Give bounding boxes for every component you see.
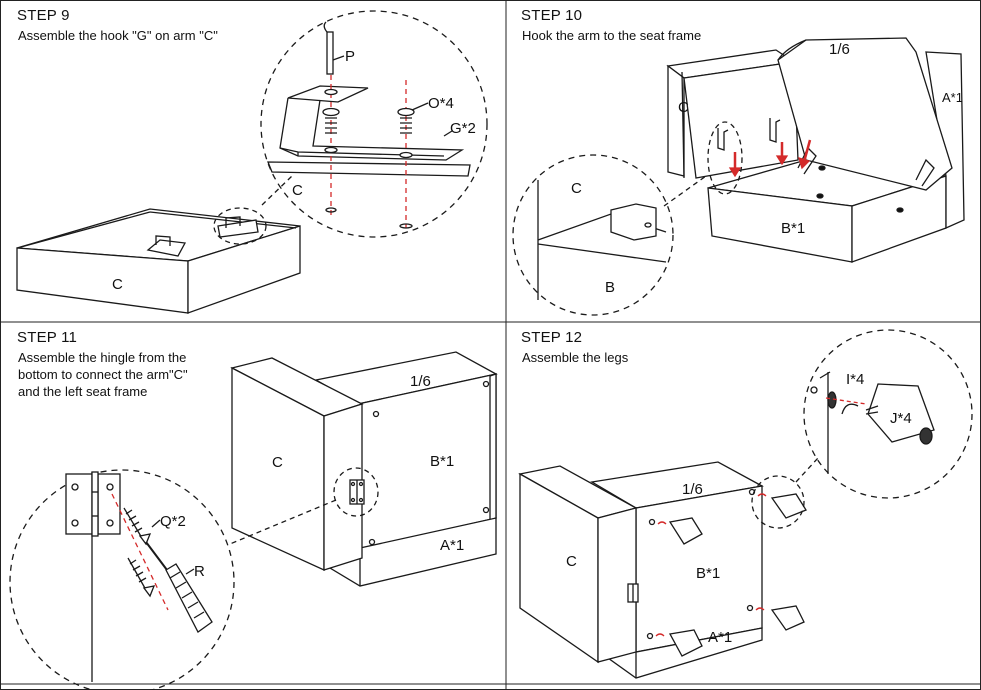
detail-callout-small [213,207,267,245]
step-11-description-line-2: bottom to connect the arm"C" [18,367,188,382]
arm-c [666,49,799,179]
label-hook: G*2 [450,120,476,137]
pin-p [323,21,338,96]
step-9-labels: C C P O*4 G*2 [112,48,476,293]
bolt-left [322,107,340,154]
label-lid-fraction: 1/6 [682,481,703,498]
label-frame-a: A*1 [440,537,464,554]
step-11-title: STEP 11 [17,329,78,346]
label-pin: P [345,48,355,65]
step-10-panel: STEP 10 Hook the arm to the seat frame [506,0,981,322]
step-12-panel: STEP 12 Assemble the legs [506,322,981,684]
step-10-description: Hook the arm to the seat frame [522,28,702,43]
label-frame-b: B*1 [430,453,454,470]
label-arm-c: C [272,454,283,471]
label-frame-a: A*1 [942,90,963,105]
detail-callout-small [707,121,743,195]
leg-upper-right [757,493,807,519]
step-12-description: Assemble the legs [522,350,629,365]
step-10-labels: C 1/6 A*1 B*1 C B [571,41,963,296]
step-10-illustration [512,37,965,316]
step-9-panel: STEP 9 Assemble the hook "G" on arm "C" [0,0,506,322]
label-screw: Q*2 [160,513,186,530]
label-bolt: O*4 [428,95,454,112]
hinge-detail [65,471,121,537]
arm-c-block [16,208,301,314]
label-arm-c-detail: C [292,182,303,199]
bolt-right [397,107,415,159]
screwdriver-r [145,541,213,633]
step-11-panel: STEP 11 Assemble the hingle from the bot… [0,322,506,690]
label-arm-c: C [678,99,689,116]
leg-lower-left [655,629,703,657]
label-frame-a: A*1 [708,629,732,646]
label-detail-frame: B [605,279,615,296]
label-screwdriver: R [194,563,205,580]
detail-callout-small [333,467,379,517]
label-detail-arm: C [571,180,582,197]
step-11-description-line-3: and the left seat frame [18,384,148,399]
leg-lower-right [755,605,805,631]
screw-upper [123,507,152,546]
detail-callout-circle [9,469,235,690]
step-11-description-line-1: Assemble the hingle from the [18,350,187,365]
step-12-title: STEP 12 [521,329,583,346]
detail-callout-circle [260,10,488,238]
step-9-description: Assemble the hook "G" on arm "C" [18,28,218,43]
arm-c [518,465,638,664]
step-12-illustration [518,329,973,679]
seat-frame [707,37,965,263]
label-arm-c: C [112,276,123,293]
label-frame-b: B*1 [781,220,805,237]
step-12-labels: C 1/6 B*1 A*1 I*4 J*4 [566,371,912,646]
label-lid-fraction: 1/6 [829,41,850,58]
step-9-title: STEP 9 [17,7,70,24]
label-leg: J*4 [890,410,912,427]
label-frame-b: B*1 [696,565,720,582]
step-11-description: Assemble the hingle from the bottom to c… [18,349,188,400]
label-arm-c: C [566,553,577,570]
seat-frame [314,351,498,587]
step-9-illustration [16,10,488,314]
label-bolt: I*4 [846,371,864,388]
step-10-title: STEP 10 [521,7,583,24]
leg-upper-left [657,517,703,545]
step-11-labels: C 1/6 B*1 A*1 Q*2 R [160,373,464,580]
direction-arrows [728,139,812,178]
detail-callout-circle [803,329,973,499]
detail-callout-small [751,475,805,529]
label-lid-fraction: 1/6 [410,373,431,390]
detail-callout-circle [512,154,674,316]
step-11-illustration [9,351,498,690]
arm-c [230,357,364,572]
leg-detail [865,383,935,445]
screw-lower [127,557,156,598]
